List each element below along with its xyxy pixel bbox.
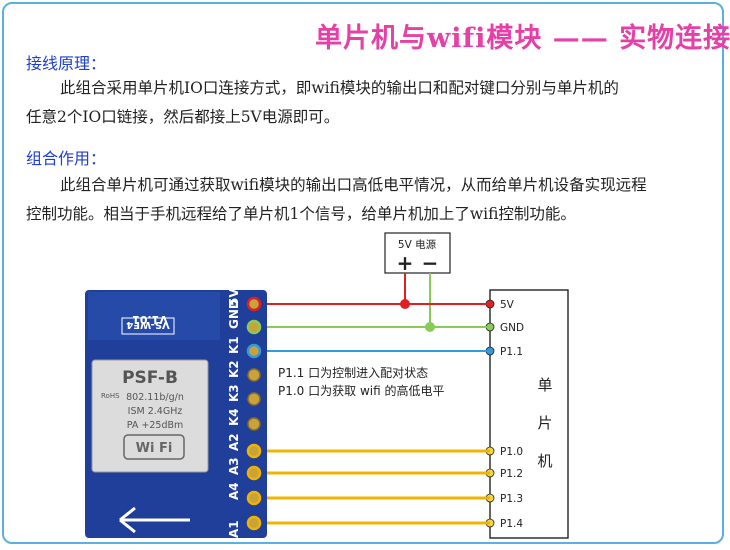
combo-function-line-2: 控制功能。相当于手机远程给了单片机1个信号，给单片机加上了wifi控制功能。 — [26, 205, 576, 223]
module-pin-label: K4 — [227, 408, 241, 426]
junction-gnd — [425, 322, 435, 332]
mcu-pin-label: P1.1 — [500, 346, 523, 358]
module-pin-pad — [246, 465, 262, 481]
junction-5v — [400, 299, 410, 309]
page-title: 单片机与wifi模块 —— 实物连接图 — [315, 23, 730, 54]
note-p1-1: P1.1 口为控制进入配对状态 — [278, 366, 428, 380]
module-pin-pad — [246, 296, 262, 312]
wifi-logo-text: Wi Fi — [136, 441, 173, 456]
module-pin-pad — [247, 368, 261, 382]
mcu-label-char: 单 — [537, 376, 552, 394]
mcu-pin-label: GND — [500, 322, 524, 334]
power-minus-terminal: − — [422, 251, 439, 275]
module-pin-pad — [247, 392, 261, 406]
module-pin-a1: A1 — [227, 520, 241, 538]
chip-line-1: 802.11b/g/n — [126, 392, 184, 403]
power-plus-terminal: + — [397, 251, 414, 275]
chip-line-3: PA +25dBm — [127, 420, 184, 431]
module-pin-pad — [246, 490, 262, 506]
module-version-text: V1.01 — [132, 313, 168, 326]
module-pin-pad — [246, 319, 262, 335]
module-pin-label: K2 — [227, 360, 241, 378]
wifi-logo — [123, 434, 185, 460]
note-p1-0: P1.0 口为获取 wifi 的高低电平 — [278, 383, 444, 398]
combo-function-text: 此组合单片机可通过获取wifi模块的输出口高低电平情况，从而给单片机设备实现远程… — [26, 171, 716, 229]
module-pin-pad — [246, 343, 262, 359]
module-pin-label: K3 — [227, 384, 241, 402]
module-pin-label: A4 — [227, 482, 241, 500]
module-pin-label: A3 — [227, 457, 241, 475]
mcu-box — [489, 289, 569, 539]
mcu-pin-label: 5V — [500, 299, 515, 311]
module-pin-pad — [246, 515, 262, 531]
module-antenna-area — [88, 292, 220, 340]
mcu-label-char: 机 — [537, 452, 552, 470]
module-pin-label: K1 — [227, 336, 241, 354]
module-pin-pad — [247, 417, 261, 431]
chip-rohs: RoHS — [101, 392, 120, 400]
power-supply-label: 5V 电源 — [398, 238, 437, 251]
mcu-pin-label: P1.2 — [500, 468, 523, 480]
module-chip-shield — [91, 359, 209, 473]
combo-function-heading: 组合作用： — [26, 149, 107, 168]
mcu-pin-label: P1.4 — [500, 518, 523, 530]
mcu-pin-label: P1.3 — [500, 493, 523, 505]
page-frame — [2, 2, 724, 544]
module-pin-label: A2 — [227, 433, 241, 451]
mcu-pin-label: P1.0 — [500, 446, 523, 458]
wiring-principle-text: 此组合采用单片机IO口连接方式，即wifi模块的输出口和配对键口分别与单片机的 … — [26, 74, 716, 132]
wifi-module: V1.01 VS-WF4 PSF-B RoHS 802.11b/g/n ISM … — [85, 288, 267, 538]
module-board-text: VS-WF4 — [126, 319, 170, 330]
module-arrow-icon — [119, 506, 190, 534]
chip-line-2: ISM 2.4GHz — [128, 406, 183, 417]
module-pin-label: 5V — [227, 288, 241, 306]
combo-function-line-1: 此组合单片机可通过获取wifi模块的输出口高低电平情况，从而给单片机设备实现远程 — [60, 176, 647, 194]
module-board-label-box — [121, 317, 175, 335]
wiring-principle-heading: 接线原理： — [26, 54, 107, 73]
module-pin-label: GND — [227, 299, 241, 329]
wiring-principle-line-2: 任意2个IO口链接，然后都接上5V电源即可。 — [26, 108, 340, 126]
wiring-principle-line-1: 此组合采用单片机IO口连接方式，即wifi模块的输出口和配对键口分别与单片机的 — [60, 79, 619, 97]
power-supply-box — [384, 232, 451, 274]
chip-name: PSF-B — [122, 368, 178, 388]
module-pin-pad — [246, 443, 262, 459]
mcu-label-char: 片 — [537, 414, 552, 432]
